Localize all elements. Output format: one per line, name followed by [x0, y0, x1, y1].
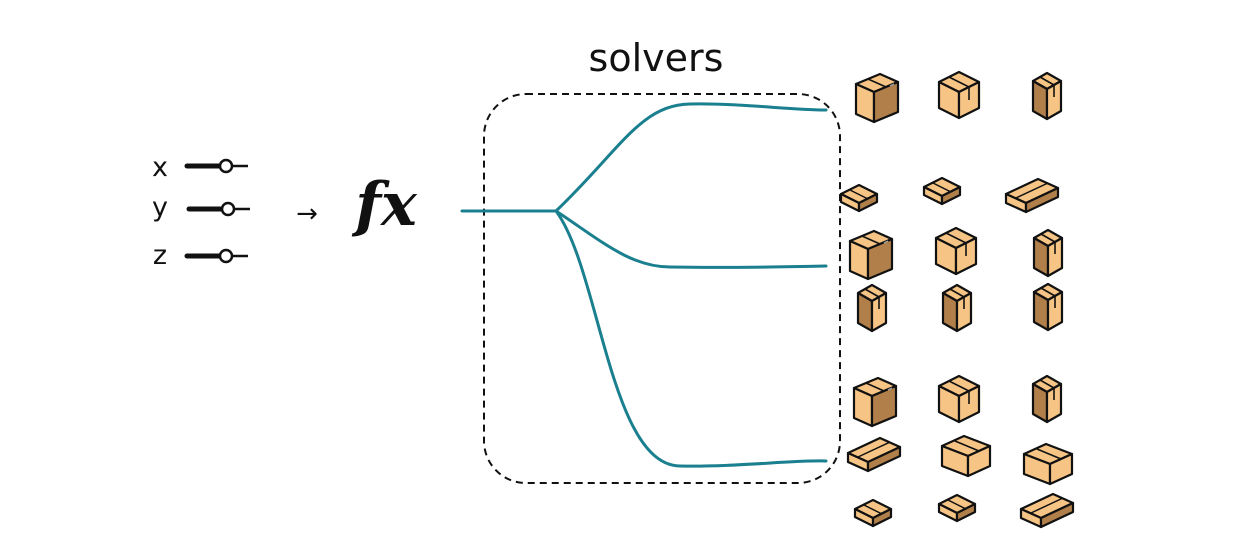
slider-knob-icon	[186, 201, 250, 217]
solver-branches	[460, 102, 828, 468]
cardboard-box-icon	[934, 226, 978, 276]
input-label-y: y	[152, 192, 168, 223]
input-x: x	[152, 152, 248, 183]
solvers-boundary	[483, 93, 841, 484]
output-boxes	[839, 70, 1075, 529]
cardboard-box-icon	[1019, 492, 1075, 529]
cardboard-box-icon	[922, 176, 962, 206]
cardboard-box-icon	[1022, 442, 1074, 486]
cardboard-box-icon	[852, 376, 898, 428]
input-y: y	[152, 192, 250, 223]
cardboard-box-icon	[848, 229, 894, 281]
arrow-right-icon: →	[296, 199, 318, 229]
cardboard-box-icon	[856, 283, 888, 333]
branch-bottom	[554, 209, 828, 468]
cardboard-box-icon	[1031, 71, 1063, 121]
solvers-title: solvers	[589, 36, 724, 80]
cardboard-box-icon	[941, 283, 973, 333]
cardboard-box-icon	[854, 72, 900, 124]
cardboard-box-icon	[1004, 177, 1060, 214]
function-label: fx	[351, 170, 418, 240]
cardboard-box-icon	[940, 434, 992, 478]
input-label-z: z	[153, 240, 167, 271]
slider-knob-icon	[184, 158, 248, 174]
input-label-x: x	[152, 152, 168, 183]
cardboard-box-icon	[1032, 228, 1064, 278]
input-z: z	[153, 240, 248, 271]
cardboard-box-icon	[937, 374, 981, 424]
cardboard-box-icon	[937, 70, 981, 120]
cardboard-box-icon	[1032, 282, 1064, 332]
cardboard-box-icon	[937, 493, 977, 523]
cardboard-box-icon	[839, 183, 879, 213]
slider-knob-icon	[184, 248, 248, 264]
cardboard-box-icon	[853, 498, 893, 528]
cardboard-box-icon	[1031, 374, 1063, 424]
cardboard-box-icon	[846, 436, 902, 473]
branch-middle	[554, 209, 828, 269]
branch-top	[554, 102, 828, 213]
